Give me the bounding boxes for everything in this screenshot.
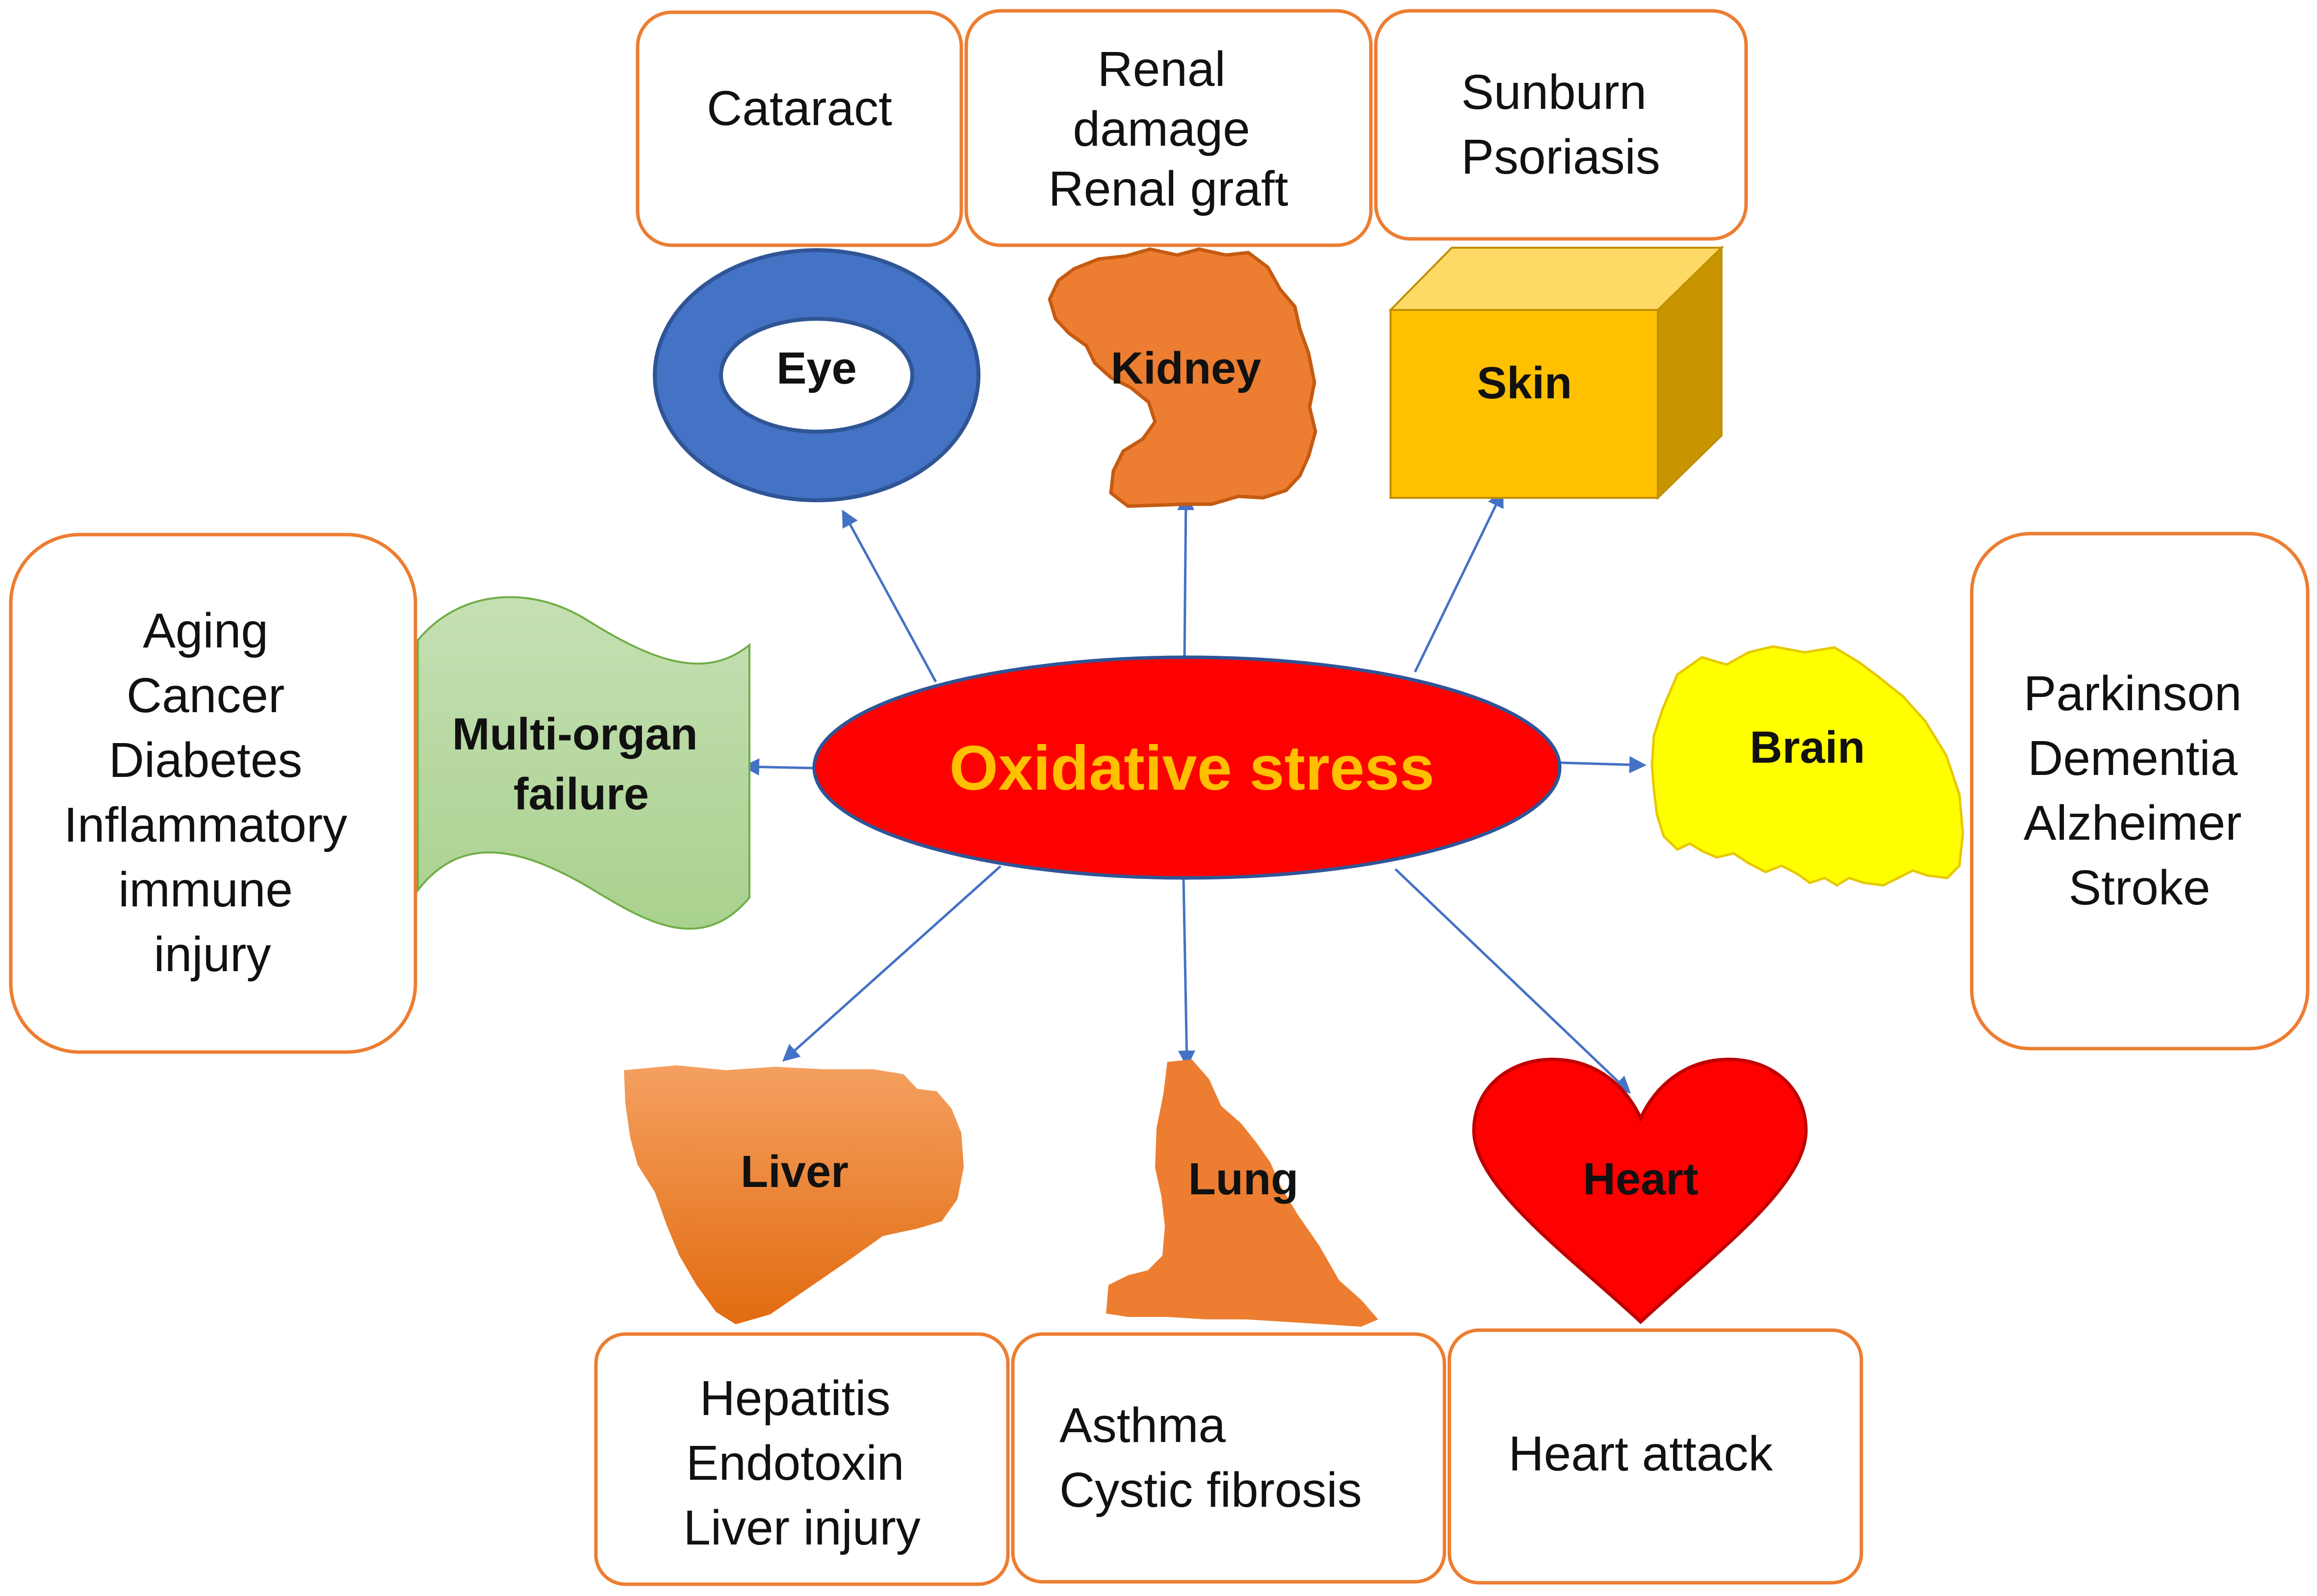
liver-conditions-box	[594, 1332, 1010, 1586]
skin-shape	[1388, 245, 1724, 500]
eye-label: Eye	[776, 343, 857, 393]
brain-conditions-box	[1970, 532, 2310, 1051]
arrow-to-heart	[1394, 868, 1631, 1094]
multi-organ-condition-line: injury	[154, 927, 271, 982]
brain-shape	[1650, 645, 1964, 887]
heart-condition-line: Heart attack	[1508, 1426, 1773, 1481]
arrow-to-eye	[842, 509, 937, 683]
heart-condition-text: Heart attack	[1508, 1426, 1773, 1481]
multi-organ-label-line: failure	[514, 769, 649, 819]
multi-organ-condition-line: Cancer	[127, 668, 284, 723]
liver-condition-line: Liver injury	[683, 1500, 921, 1555]
kidney-label: Kidney	[1111, 343, 1261, 393]
brain-condition-line: Parkinson	[2024, 666, 2242, 721]
multi-organ-condition-line: Diabetes	[109, 733, 303, 788]
eye-conditions-box	[636, 10, 963, 247]
kidney-condition-line: damage	[1073, 102, 1250, 156]
skin-condition-line: Sunburn	[1461, 65, 1647, 120]
kidney-conditions-box	[964, 9, 1373, 247]
lung-shape	[1106, 1059, 1378, 1327]
skin-conditions-box	[1374, 9, 1748, 241]
liver-shape	[624, 1065, 964, 1324]
heart-conditions-box	[1447, 1328, 1863, 1585]
kidney-condition-line: Renal graft	[1048, 161, 1288, 216]
arrow-to-liver	[782, 865, 1002, 1062]
oxidative-stress-node	[812, 655, 1562, 880]
multi-organ-conditions-box	[9, 533, 417, 1054]
arrow-to-kidney	[1177, 493, 1195, 657]
brain-condition-line: Alzheimer	[2024, 796, 2242, 850]
eye-condition-line: Cataract	[707, 81, 892, 136]
arrow-to-multi-organ	[742, 758, 815, 776]
eye-shape	[652, 248, 981, 502]
multi-organ-label-line: Multi-organ	[452, 709, 698, 759]
brain-label: Brain	[1750, 722, 1865, 772]
lung-label: Lung	[1188, 1154, 1299, 1204]
multi-organ-condition-line: immune	[118, 862, 293, 917]
heart-label: Heart	[1583, 1154, 1698, 1204]
arrow-to-lung	[1178, 878, 1195, 1068]
lung-condition-line: Asthma	[1059, 1398, 1226, 1453]
kidney-shape	[1048, 247, 1317, 508]
brain-condition-line: Stroke	[2068, 860, 2210, 915]
kidney-condition-line: Renal	[1097, 42, 1225, 97]
liver-condition-text: Hepatitis Endotoxin Liver injury	[683, 1371, 921, 1555]
lung-conditions-box	[1011, 1332, 1446, 1584]
kidney-condition-text: Renal damage Renal graft	[1048, 42, 1288, 216]
eye-condition-text: Cataract	[707, 81, 892, 136]
skin-condition-text: Sunburn Psoriasis	[1461, 65, 1660, 184]
multi-organ-shape	[417, 596, 750, 930]
liver-label: Liver	[741, 1147, 849, 1197]
multi-organ-condition-text: Aging Cancer Diabetes Inflammatory immun…	[64, 603, 361, 982]
oxidative-stress-label: Oxidative stress	[950, 733, 1435, 803]
heart-shape	[1472, 1057, 1808, 1324]
lung-condition-line: Cystic fibrosis	[1059, 1463, 1362, 1518]
skin-label: Skin	[1477, 358, 1572, 408]
arrow-to-brain	[1559, 756, 1647, 773]
multi-organ-condition-line: Inflammatory	[64, 798, 347, 852]
lung-condition-text: Asthma Cystic fibrosis	[1059, 1398, 1362, 1518]
liver-condition-line: Endotoxin	[686, 1436, 904, 1491]
liver-condition-line: Hepatitis	[700, 1371, 891, 1426]
arrow-to-skin	[1414, 489, 1504, 673]
multi-organ-condition-line: Aging	[143, 603, 268, 658]
multi-organ-label: Multi-organ failure	[452, 709, 710, 819]
skin-condition-line: Psoriasis	[1461, 129, 1660, 184]
brain-condition-text: Parkinson Dementia Alzheimer Stroke	[2024, 666, 2255, 915]
brain-condition-line: Dementia	[2028, 731, 2238, 786]
